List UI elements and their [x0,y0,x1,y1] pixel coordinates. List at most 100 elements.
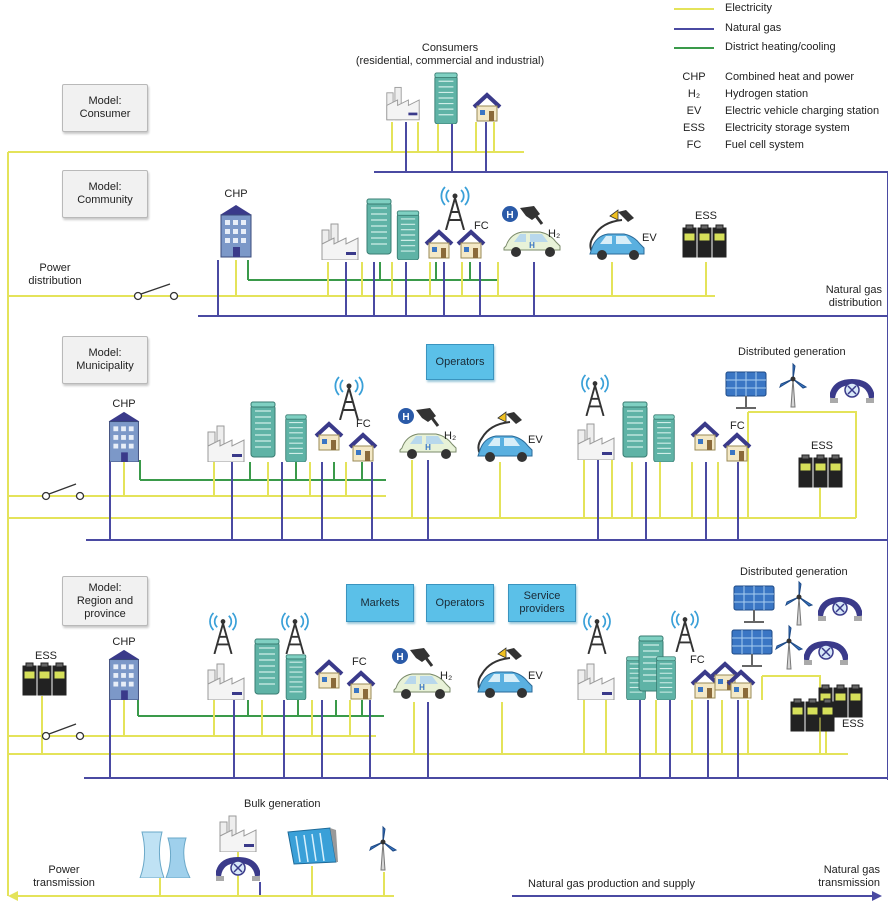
municipality-fc-label-right: FC [730,420,745,432]
tower-icon [366,192,392,260]
factory-icon [385,78,421,122]
antenna-icon [580,374,610,416]
legend-heat-label: District heating/cooling [725,41,836,53]
natural-gas-transmission-label: Natural gas transmission [800,864,880,890]
model-community-line1: Model: [88,181,122,193]
tower-icon [250,396,276,462]
model-consumer-box: Model: Consumer [62,84,148,132]
tower-icon [396,210,420,260]
service-providers-box: Service providers [508,584,576,622]
house-icon [424,228,454,260]
legend-electricity-label: Electricity [725,2,773,14]
power-distribution-label: Power distribution [20,262,90,288]
switch-municipality [41,483,85,501]
tower-icon [254,632,280,700]
legend-text-h2: Hydrogen station [725,88,809,100]
house-icon [314,410,344,462]
factory-icon [218,808,258,852]
gas-turbine-icon [804,640,848,666]
community-h2-label: H₂ [548,228,561,240]
antenna-icon [440,186,470,230]
legend-electricity-line [674,8,714,10]
region-fc-label: FC [352,656,367,668]
consumers-title-line1: Consumers [421,42,479,54]
house-icon [348,432,378,462]
ev-car-icon [470,646,534,698]
factory-icon [206,656,246,700]
chp-building-icon [218,202,254,258]
region-ess-label-left: ESS [34,650,57,662]
factory-icon [206,418,246,462]
power-distribution-line1: Power [39,262,71,274]
switch-community [120,283,190,301]
region-ev-label: EV [528,670,543,682]
operators-region-box: Operators [426,584,494,622]
model-community-line2: Community [77,194,133,206]
legend-abbr-chp: CHP [682,71,706,83]
model-municipality-line2: Municipality [76,360,134,372]
legend-abbr-fc: FC [686,139,702,151]
legend-abbr-ev: EV [686,105,702,117]
gas-production-label: Natural gas production and supply [528,878,695,890]
legend-gas-label: Natural gas [725,22,782,34]
wind-turbine-icon [772,624,806,670]
legend-abbr-ess: ESS [682,122,705,134]
tower-icon [622,396,648,462]
house-icon [472,92,502,122]
municipality-h2-label: H₂ [444,430,457,442]
model-region-line3: province [84,607,126,620]
battery-icon [682,224,728,258]
municipality-distributed-generation-label: Distributed generation [738,346,846,358]
chp-building-icon [106,648,142,700]
gas-turbine-icon [216,856,260,882]
gas-turbine-icon [830,378,874,404]
power-transmission-line1: Power [48,864,80,876]
consumers-title: Consumers (residential, commercial and i… [340,42,560,68]
battery-icon [790,698,836,732]
municipality-ess-label: ESS [810,440,833,452]
region-chp-label: CHP [112,636,136,648]
tower-icon [652,414,676,462]
legend-text-ev: Electric vehicle charging station [725,105,880,117]
dam-icon [286,826,338,866]
markets-box: Markets [346,584,414,622]
region-ess-label-right: ESS [842,718,865,730]
house-icon [726,668,756,700]
battery-icon [798,454,844,488]
house-icon [722,432,752,462]
house-icon [690,410,720,462]
power-distribution-line2: distribution [28,275,82,287]
legend-heat-line [674,47,714,49]
wind-turbine-icon [776,362,810,408]
wind-turbine-icon [782,580,816,626]
community-fc-label: FC [474,220,489,232]
legend-abbr-h2: H₂ [687,88,701,100]
service-providers-line2: providers [519,603,565,615]
wind-turbine-icon [366,824,400,872]
tower-icon [654,656,678,700]
community-ev-label: EV [642,232,657,244]
solar-panel-icon [732,584,776,624]
region-distributed-generation-label: Distributed generation [740,566,848,578]
house-icon [346,670,376,700]
municipality-chp-label: CHP [112,398,136,410]
tower-icon [284,654,308,700]
region-h2-label: H₂ [440,670,453,682]
region-fc-label-right: FC [690,654,705,666]
solar-panel-icon [724,370,768,410]
municipality-fc-label: FC [356,418,371,430]
bulk-generation-label: Bulk generation [244,798,321,810]
consumers-title-line2: (residential, commercial and industrial) [355,55,545,67]
community-ess-label: ESS [694,210,717,222]
power-transmission-line2: transmission [33,877,95,889]
solar-panel-icon [730,628,774,668]
house-icon [314,648,344,700]
legend-text-fc: Fuel cell system [725,139,804,151]
ev-car-icon [582,208,646,260]
municipality-ev-label: EV [528,434,543,446]
model-region-line2: Region and [76,594,134,607]
antenna-icon [670,610,700,652]
factory-icon [576,416,616,460]
model-region-box: Model: Region and province [62,576,148,626]
